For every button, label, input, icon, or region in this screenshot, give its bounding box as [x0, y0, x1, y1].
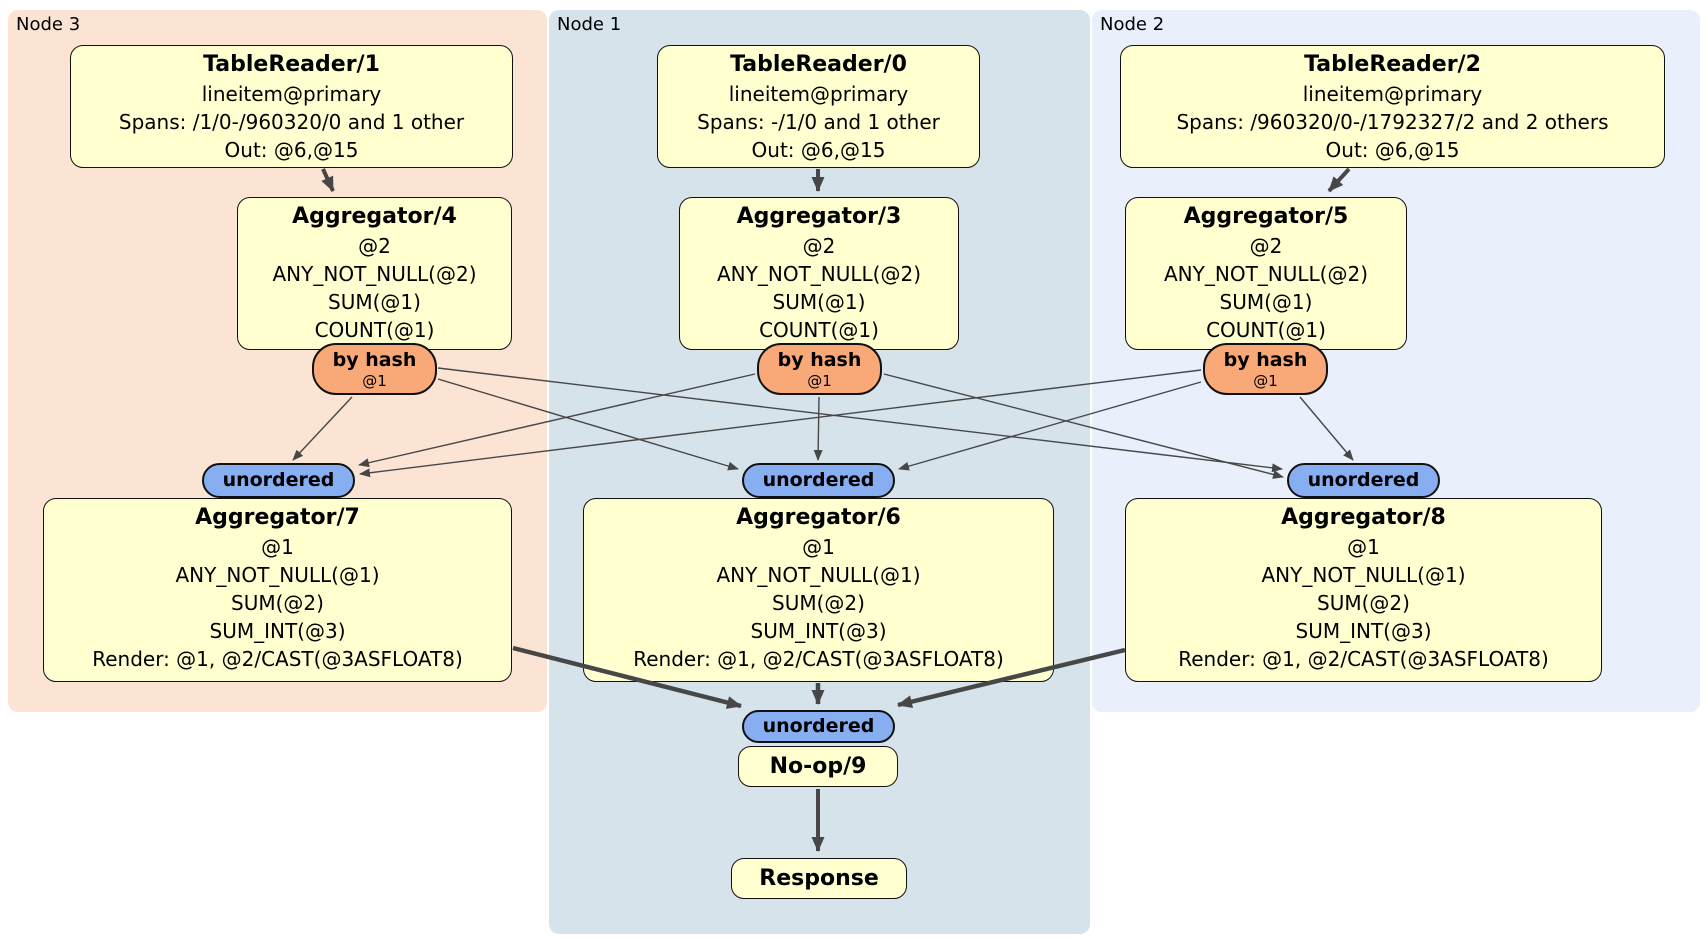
processor-title: TableReader/0 [730, 52, 907, 77]
processor-aggregator-5: Aggregator/5 @2 ANY_NOT_NULL(@2) SUM(@1)… [1125, 197, 1407, 350]
processor-detail: COUNT(@1) [759, 318, 879, 342]
processor-tablereader-1: TableReader/1 lineitem@primary Spans: /1… [70, 45, 513, 168]
hash-router-node1: by hash @1 [757, 343, 882, 395]
hash-router-node2: by hash @1 [1203, 343, 1328, 395]
unordered-sync-label: unordered [1307, 469, 1420, 491]
processor-title: Aggregator/5 [1183, 204, 1349, 229]
processor-detail: SUM(@1) [328, 290, 421, 314]
processor-tablereader-0: TableReader/0 lineitem@primary Spans: -/… [657, 45, 980, 168]
unordered-sync-final: unordered [742, 710, 895, 743]
processor-aggregator-6: Aggregator/6 @1 ANY_NOT_NULL(@1) SUM(@2)… [583, 498, 1054, 682]
processor-detail: Spans: /1/0-/960320/0 and 1 other [118, 110, 465, 134]
processor-title: Aggregator/8 [1281, 505, 1446, 530]
unordered-sync-node2: unordered [1287, 463, 1440, 498]
processor-title: Aggregator/4 [292, 204, 457, 229]
unordered-sync-label: unordered [222, 469, 335, 491]
processor-detail: lineitem@primary [728, 82, 909, 106]
unordered-sync-node3: unordered [202, 463, 355, 498]
processor-detail: Render: @1, @2/CAST(@3ASFLOAT8) [633, 647, 1004, 671]
hash-router-label: by hash [332, 349, 417, 371]
processor-aggregator-8: Aggregator/8 @1 ANY_NOT_NULL(@1) SUM(@2)… [1125, 498, 1602, 682]
processor-detail: ANY_NOT_NULL(@2) [1164, 262, 1368, 286]
unordered-sync-node1: unordered [742, 463, 895, 498]
processor-detail: ANY_NOT_NULL(@1) [716, 563, 921, 587]
processor-detail: ANY_NOT_NULL(@1) [1261, 563, 1466, 587]
processor-aggregator-7: Aggregator/7 @1 ANY_NOT_NULL(@1) SUM(@2)… [43, 498, 512, 682]
processor-detail: ANY_NOT_NULL(@2) [272, 262, 477, 286]
hash-router-key: @1 [1253, 372, 1278, 390]
processor-detail: Spans: /960320/0-/1792327/2 and 2 others [1176, 110, 1609, 134]
processor-title: Aggregator/3 [736, 204, 902, 229]
processor-detail: COUNT(@1) [314, 318, 435, 342]
unordered-sync-label: unordered [762, 715, 875, 737]
hash-router-key: @1 [807, 372, 832, 390]
processor-detail: SUM(@2) [1317, 591, 1410, 615]
processor-detail: SUM(@2) [231, 591, 324, 615]
processor-detail: @1 [1347, 535, 1380, 559]
processor-detail: ANY_NOT_NULL(@2) [717, 262, 921, 286]
processor-detail: Out: @6,@15 [751, 138, 886, 162]
processor-title: Aggregator/6 [736, 505, 901, 530]
processor-detail: SUM(@1) [772, 290, 866, 314]
response-label: Response [759, 866, 879, 891]
processor-tablereader-2: TableReader/2 lineitem@primary Spans: /9… [1120, 45, 1665, 168]
processor-detail: ANY_NOT_NULL(@1) [175, 563, 380, 587]
processor-detail: Render: @1, @2/CAST(@3ASFLOAT8) [1178, 647, 1549, 671]
processor-aggregator-4: Aggregator/4 @2 ANY_NOT_NULL(@2) SUM(@1)… [237, 197, 512, 350]
processor-title: TableReader/1 [203, 52, 380, 77]
processor-detail: lineitem@primary [1302, 82, 1483, 106]
response-node: Response [731, 858, 907, 899]
region-node-2-label: Node 2 [1100, 14, 1165, 35]
processor-detail: Out: @6,@15 [1325, 138, 1460, 162]
region-node-3-label: Node 3 [16, 14, 81, 35]
processor-detail: @2 [1249, 234, 1283, 258]
processor-detail: lineitem@primary [201, 82, 382, 106]
hash-router-node3: by hash @1 [312, 343, 437, 395]
processor-title: Aggregator/7 [195, 505, 360, 530]
hash-router-label: by hash [1223, 349, 1308, 371]
processor-detail: COUNT(@1) [1206, 318, 1326, 342]
processor-detail: SUM(@1) [1219, 290, 1313, 314]
processor-title: No-op/9 [769, 754, 867, 779]
processor-noop-9: No-op/9 [738, 746, 898, 787]
unordered-sync-label: unordered [762, 469, 875, 491]
region-node-1-label: Node 1 [557, 14, 622, 35]
processor-detail: SUM_INT(@3) [209, 619, 346, 643]
processor-detail: @2 [802, 234, 836, 258]
processor-detail: @2 [358, 234, 391, 258]
processor-detail: SUM(@2) [772, 591, 865, 615]
processor-aggregator-3: Aggregator/3 @2 ANY_NOT_NULL(@2) SUM(@1)… [679, 197, 959, 350]
processor-detail: @1 [261, 535, 294, 559]
processor-detail: @1 [802, 535, 835, 559]
processor-detail: Out: @6,@15 [224, 138, 359, 162]
hash-router-label: by hash [777, 349, 862, 371]
processor-detail: SUM_INT(@3) [750, 619, 887, 643]
processor-detail: Render: @1, @2/CAST(@3ASFLOAT8) [92, 647, 463, 671]
hash-router-key: @1 [362, 372, 387, 390]
processor-title: TableReader/2 [1304, 52, 1481, 77]
processor-detail: SUM_INT(@3) [1295, 619, 1432, 643]
processor-detail: Spans: -/1/0 and 1 other [697, 110, 940, 134]
